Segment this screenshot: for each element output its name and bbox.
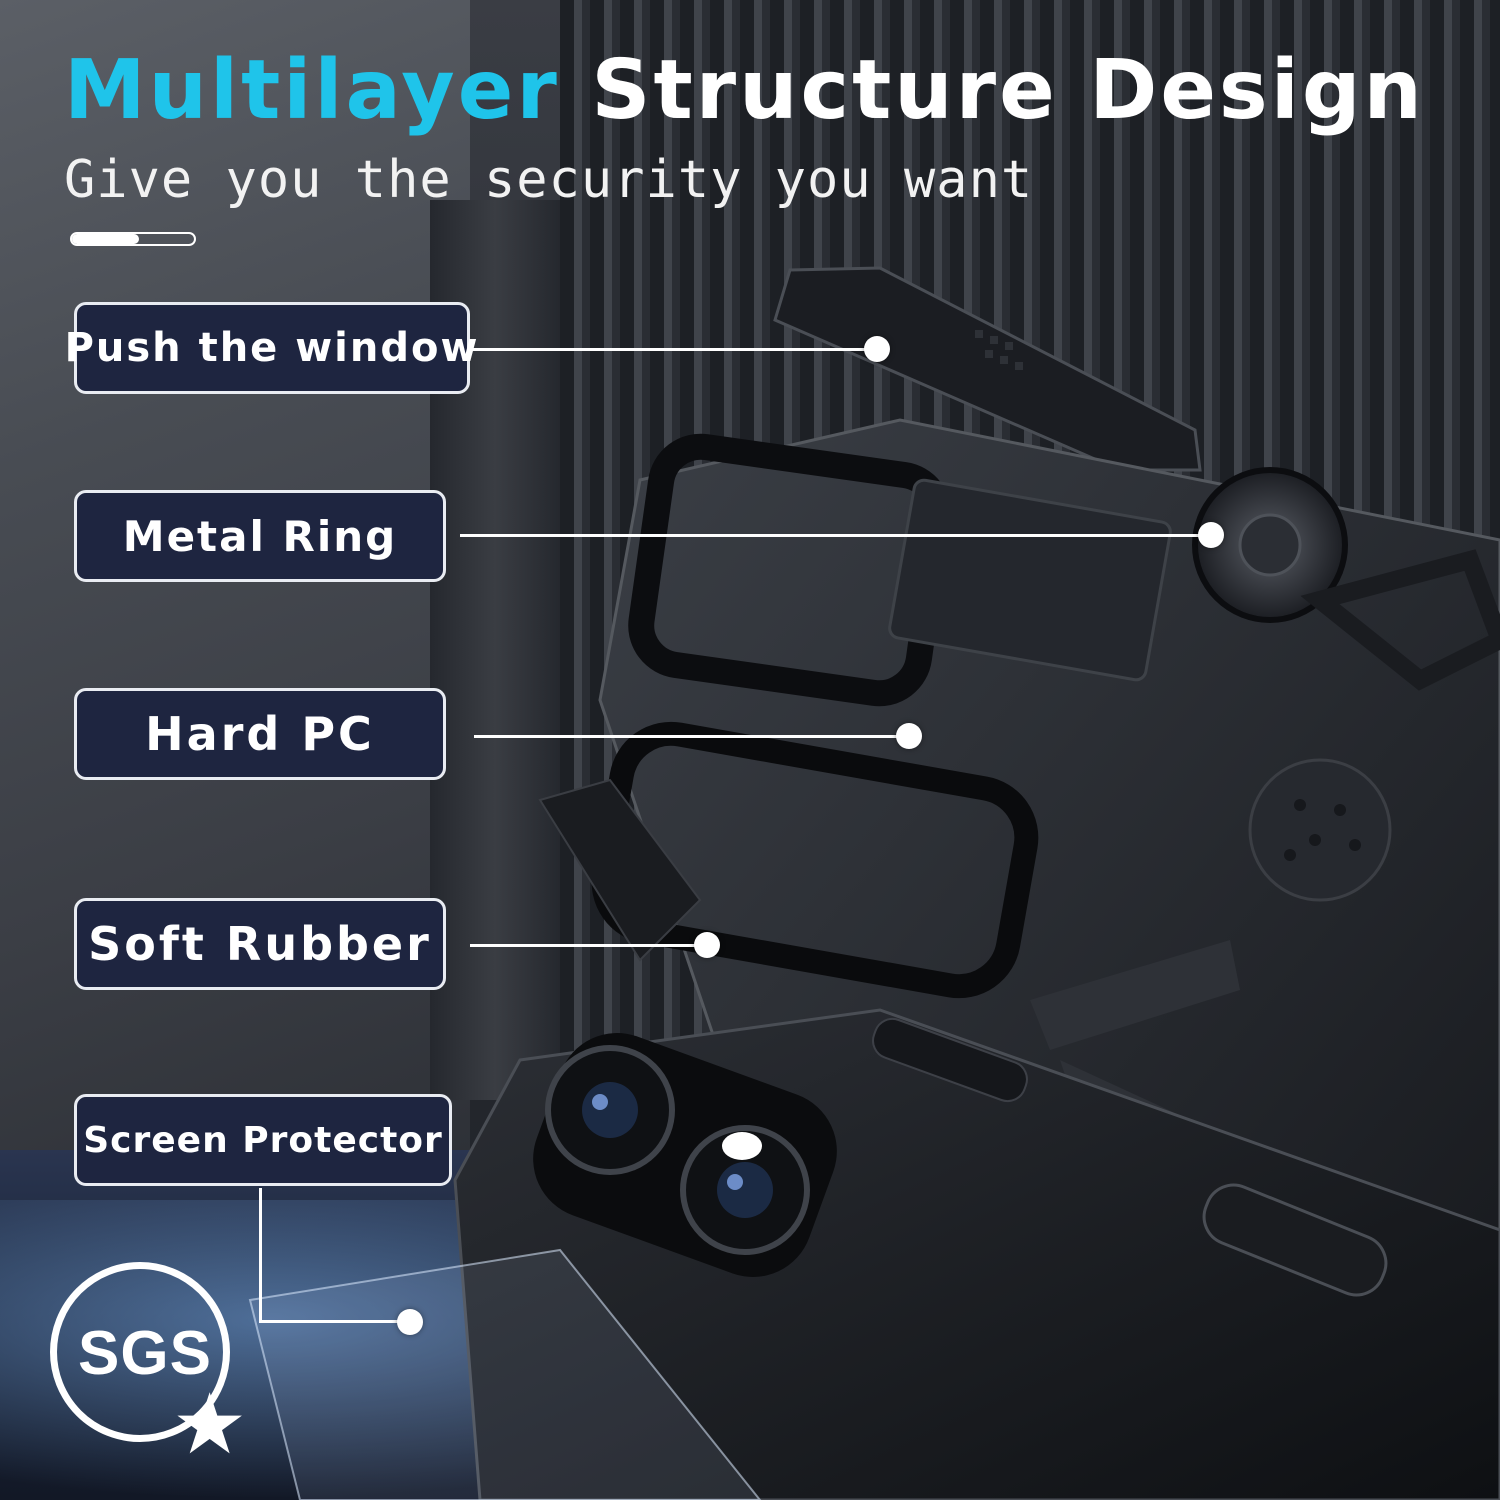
- label-screen-protector: Screen Protector: [74, 1094, 452, 1186]
- leader-line-hard-pc: [474, 735, 910, 738]
- headline: Multilayer Structure Design: [64, 50, 1425, 132]
- progress-indicator: [70, 232, 196, 246]
- label-text: Hard PC: [145, 707, 375, 761]
- pointer-dot-soft-rubber: [694, 932, 720, 958]
- phone-body: [453, 1008, 1500, 1500]
- pointer-dot-screen-protector: [397, 1309, 423, 1335]
- leader-line-screen-protector: [259, 1320, 411, 1323]
- subtitle: Give you the security you want: [64, 150, 1034, 210]
- label-metal-ring: Metal Ring: [74, 490, 446, 582]
- metal-ring-holder: [1192, 467, 1500, 691]
- label-hard-pc: Hard PC: [74, 688, 446, 780]
- progress-fill: [72, 234, 140, 244]
- label-text: Screen Protector: [83, 1119, 443, 1161]
- label-text: Push the window: [64, 325, 480, 371]
- leader-line-ring: [460, 534, 1210, 537]
- pointer-dot-ring: [1198, 522, 1224, 548]
- slide-window-piece: [773, 266, 1202, 472]
- leader-line-screen-protector-vertical: [259, 1188, 262, 1322]
- star-icon: ★: [172, 1375, 248, 1473]
- screen-protector-glass: [248, 1248, 762, 1500]
- pointer-dot-window: [864, 336, 890, 362]
- label-text: Soft Rubber: [88, 917, 432, 971]
- pointer-dot-hard-pc: [896, 723, 922, 749]
- headline-main: Structure Design: [591, 43, 1425, 138]
- label-push-the-window: Push the window: [65, 302, 477, 394]
- sgs-badge-text: SGS: [78, 1319, 212, 1388]
- leader-line-window: [470, 348, 880, 351]
- leader-line-soft-rubber: [470, 944, 708, 947]
- label-text: Metal Ring: [122, 511, 398, 561]
- headline-accent: Multilayer: [64, 43, 560, 138]
- label-soft-rubber: Soft Rubber: [74, 898, 446, 990]
- sgs-badge: [50, 1262, 230, 1442]
